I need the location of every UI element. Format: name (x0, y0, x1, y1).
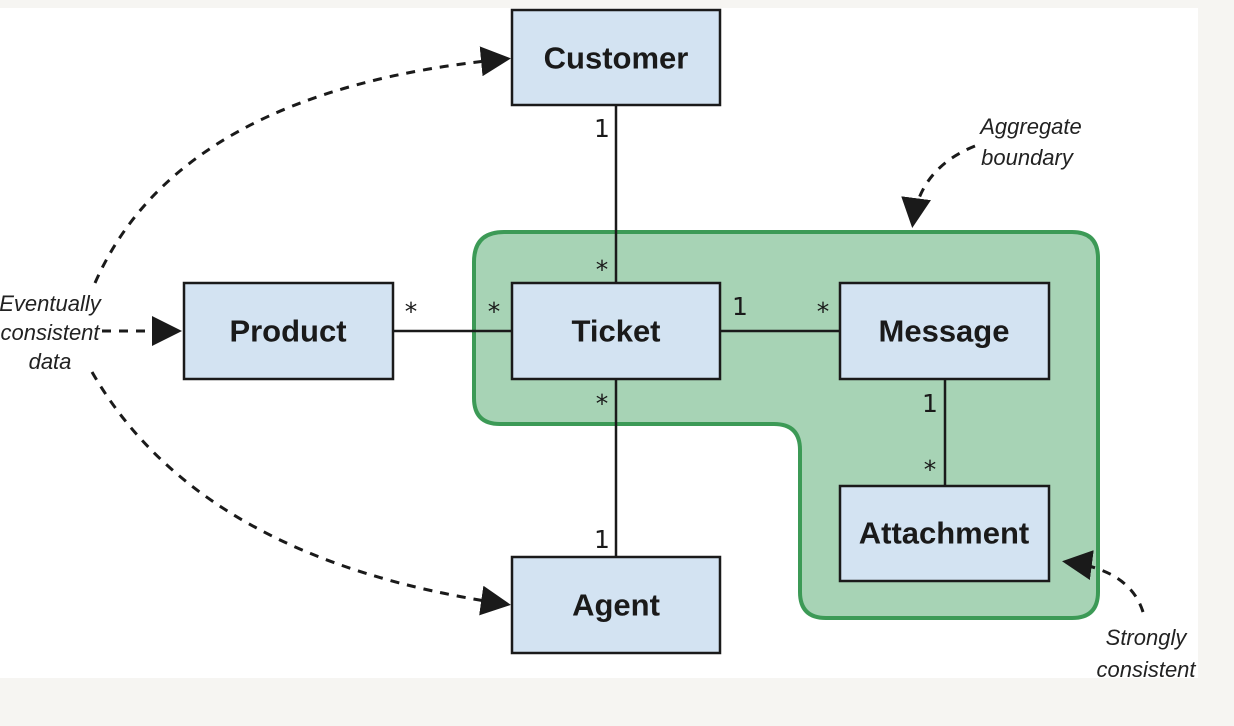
svg-text:boundary: boundary (981, 145, 1075, 170)
strongly-consistent-note: Strongly consistent (1096, 625, 1196, 682)
aggregate-boundary-dashed-arrow (901, 144, 976, 228)
ticket-entity: Ticket (510, 281, 722, 381)
svg-text:data: data (29, 349, 72, 374)
agent-dashed-arrow (90, 371, 511, 616)
multiplicity-customer-end: 1 (594, 114, 610, 143)
multiplicity-message-left: * (817, 297, 830, 326)
multiplicity-ticket-top: * (596, 255, 609, 284)
svg-text:consistent: consistent (1096, 657, 1196, 682)
attachment-label: Attachment (859, 516, 1030, 551)
multiplicity-message-bottom: 1 (922, 389, 938, 418)
multiplicity-ticket-right: 1 (732, 292, 748, 321)
product-label: Product (229, 314, 346, 349)
aggregate-boundary-note: Aggregate boundary (978, 114, 1082, 170)
multiplicity-product-right: * (405, 297, 418, 326)
customer-dashed-arrow (93, 46, 511, 284)
svg-text:Aggregate: Aggregate (978, 114, 1082, 139)
multiplicity-ticket-bottom: * (596, 389, 609, 418)
svg-text:Eventually: Eventually (0, 291, 103, 316)
svg-text:consistent: consistent (0, 320, 100, 345)
eventually-consistent-note: Eventually consistent data (0, 291, 103, 374)
ticket-label: Ticket (571, 314, 660, 349)
svg-text:Strongly: Strongly (1106, 625, 1189, 650)
multiplicity-ticket-left: * (488, 297, 501, 326)
agent-entity: Agent (510, 555, 722, 655)
customer-entity: Customer (510, 8, 722, 107)
message-label: Message (879, 314, 1010, 349)
agent-label: Agent (572, 588, 660, 623)
message-entity: Message (838, 281, 1051, 381)
multiplicity-attachment-top: * (924, 455, 937, 484)
strongly-consistent-dashed-arrow (1062, 550, 1145, 613)
multiplicity-agent-end: 1 (594, 525, 610, 554)
attachment-entity: Attachment (838, 484, 1051, 583)
customer-label: Customer (544, 41, 689, 76)
product-entity: Product (182, 281, 395, 381)
